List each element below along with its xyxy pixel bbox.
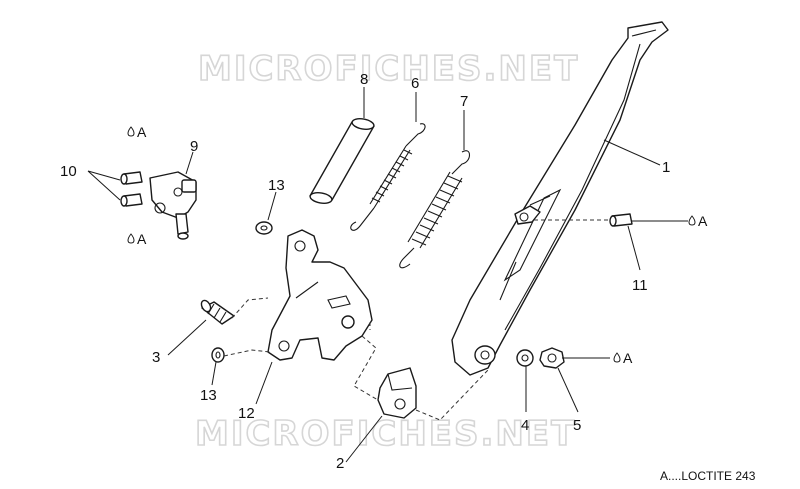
switch-screw-lower <box>120 193 143 207</box>
spacer-tube <box>309 118 375 204</box>
washer-upper <box>255 221 273 235</box>
callout-6: 6 <box>411 75 419 92</box>
side-stand-switch <box>149 171 197 240</box>
svg-text:A: A <box>137 231 147 247</box>
stand-nut <box>539 347 565 369</box>
loctite-mark-2: A <box>127 231 147 247</box>
callout-13-lower: 13 <box>200 387 217 404</box>
callout-7: 7 <box>460 93 468 110</box>
callout-12: 12 <box>238 405 255 422</box>
loctite-mark-1: A <box>127 124 147 140</box>
callout-5: 5 <box>573 417 581 434</box>
loctite-mark-3: A <box>688 213 708 229</box>
loctite-mark-4: A <box>613 350 633 366</box>
watermark-bottom: MICROFICHES.NET <box>195 414 576 454</box>
loctite-drop-icon <box>613 352 621 363</box>
loctite-legend: A....LOCTITE 243 <box>660 469 756 483</box>
svg-text:A: A <box>623 350 633 366</box>
callout-3: 3 <box>152 349 160 366</box>
mounting-bracket <box>267 229 373 361</box>
loctite-drop-icon <box>127 233 135 244</box>
svg-text:A: A <box>698 213 708 229</box>
outer-spring <box>399 150 471 269</box>
switch-screw-upper <box>120 171 143 185</box>
loctite-drop-icon <box>688 215 696 226</box>
callout-9: 9 <box>190 138 198 155</box>
watermark-top: MICROFICHES.NET <box>198 49 579 89</box>
bushing-clip <box>377 367 417 419</box>
inner-spring <box>350 123 426 231</box>
side-stand-leg <box>451 21 669 376</box>
svg-text:A: A <box>137 124 147 140</box>
callout-11: 11 <box>632 277 648 294</box>
pivot-bolt <box>200 299 235 325</box>
callout-10: 10 <box>60 163 77 180</box>
callout-2: 2 <box>336 455 344 472</box>
callout-8: 8 <box>360 71 368 88</box>
stand-pin <box>609 213 633 227</box>
callout-1: 1 <box>662 159 670 176</box>
washer-lower <box>211 347 225 363</box>
loctite-drop-icon <box>127 126 135 137</box>
callout-13-upper: 13 <box>268 177 285 194</box>
stand-washer <box>516 349 534 367</box>
callout-4: 4 <box>521 417 529 434</box>
